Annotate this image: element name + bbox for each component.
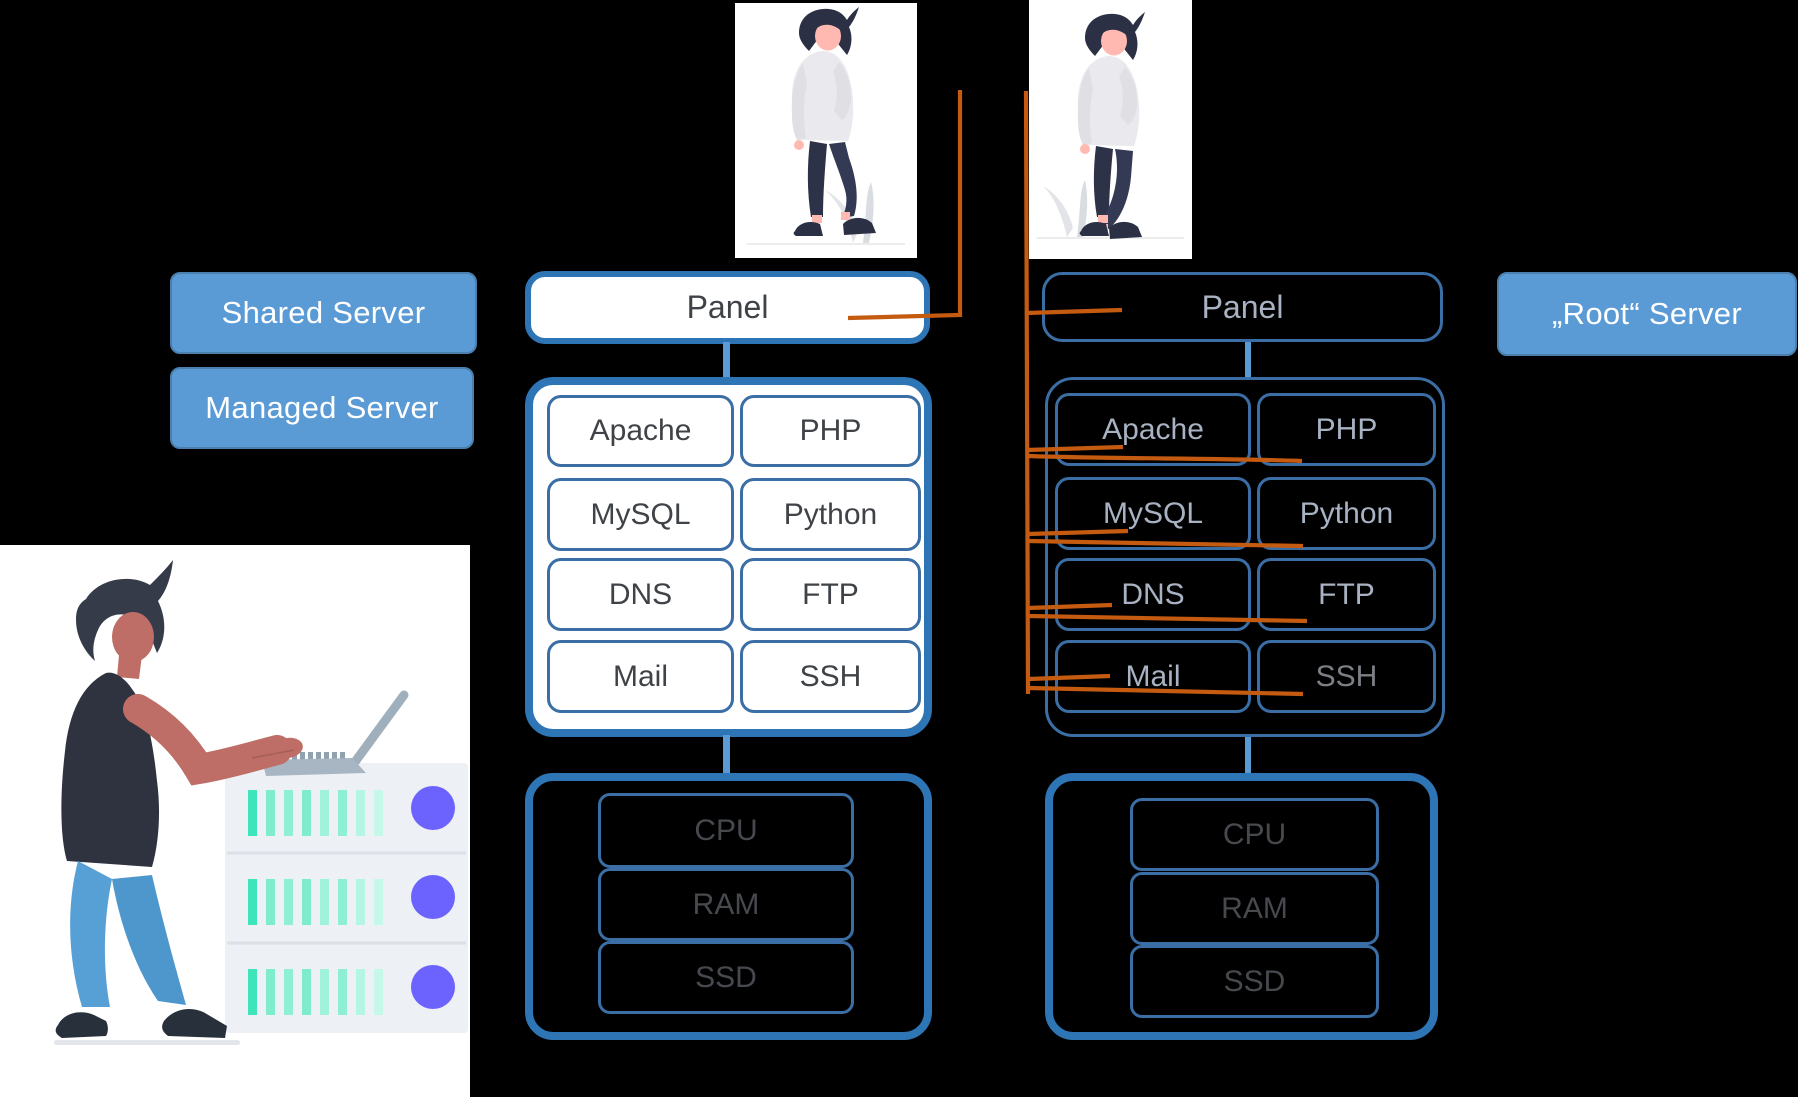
user-illustration-card-2 bbox=[1029, 0, 1192, 259]
root-service-python: Python bbox=[1257, 477, 1436, 550]
shared-server-button: Shared Server bbox=[170, 272, 477, 354]
root-service-ftp: FTP bbox=[1257, 558, 1436, 631]
root-service-php: PHP bbox=[1257, 393, 1436, 466]
shared-service-php: PHP bbox=[740, 395, 921, 467]
root-service-apache: Apache bbox=[1055, 393, 1251, 466]
server-rack-illustration bbox=[225, 763, 468, 1033]
root-service-mysql: MySQL bbox=[1055, 477, 1251, 550]
shared-service-mail: Mail bbox=[547, 640, 734, 713]
root-panel-label: Panel bbox=[1201, 288, 1284, 325]
connector-root-software-hardware bbox=[1245, 737, 1251, 775]
root-hw-ram: RAM bbox=[1130, 872, 1379, 945]
managed-server-label: Managed Server bbox=[205, 390, 439, 425]
root-service-mail: Mail bbox=[1055, 640, 1251, 713]
shared-service-dns: DNS bbox=[547, 558, 734, 631]
user2-root-access-trunk-line bbox=[1023, 90, 1031, 695]
root-server-label: „Root“ Server bbox=[1552, 296, 1742, 331]
managed-server-button: Managed Server bbox=[170, 367, 474, 449]
admin-with-server-rack-illustration bbox=[54, 560, 468, 1045]
shared-service-apache: Apache bbox=[547, 395, 734, 467]
laptop-icon bbox=[262, 690, 409, 776]
root-hw-cpu: CPU bbox=[1130, 798, 1379, 871]
shared-hw-ssd: SSD bbox=[598, 941, 854, 1014]
shared-service-mysql: MySQL bbox=[547, 478, 734, 551]
rack-unit-leds bbox=[248, 875, 455, 925]
root-software-box: Apache PHP MySQL Python DNS FTP Mail SSH bbox=[1045, 377, 1445, 737]
root-service-ssh: SSH bbox=[1257, 640, 1436, 713]
shared-service-ssh: SSH bbox=[740, 640, 921, 713]
root-panel-box: Panel bbox=[1042, 272, 1443, 342]
connector-shared-software-hardware bbox=[723, 735, 730, 775]
shared-hw-cpu: CPU bbox=[598, 793, 854, 868]
shared-server-label: Shared Server bbox=[221, 295, 426, 330]
shared-hardware-box: CPU RAM SSD bbox=[525, 773, 932, 1040]
root-hw-ssd: SSD bbox=[1130, 945, 1379, 1018]
rack-unit-leds bbox=[248, 965, 455, 1015]
shared-service-ftp: FTP bbox=[740, 558, 921, 631]
shared-hw-ram: RAM bbox=[598, 868, 854, 941]
grass-icon bbox=[1043, 186, 1073, 237]
admin-person bbox=[54, 560, 303, 1045]
root-server-button: „Root“ Server bbox=[1497, 272, 1797, 356]
connector-root-panel-software bbox=[1245, 342, 1251, 377]
root-hardware-box: CPU RAM SSD bbox=[1045, 773, 1438, 1040]
connector-shared-panel-software bbox=[723, 342, 730, 378]
rack-unit-leds bbox=[248, 786, 455, 836]
shared-panel-box: Panel bbox=[525, 271, 930, 344]
shared-service-python: Python bbox=[740, 478, 921, 551]
shared-panel-label: Panel bbox=[686, 289, 769, 325]
standing-person-illustration bbox=[747, 7, 905, 245]
user-illustration-card-1 bbox=[735, 3, 917, 258]
standing-person-illustration bbox=[1037, 12, 1184, 239]
root-service-dns: DNS bbox=[1055, 558, 1251, 631]
shared-software-box: Apache PHP MySQL Python DNS FTP Mail SSH bbox=[525, 377, 932, 737]
